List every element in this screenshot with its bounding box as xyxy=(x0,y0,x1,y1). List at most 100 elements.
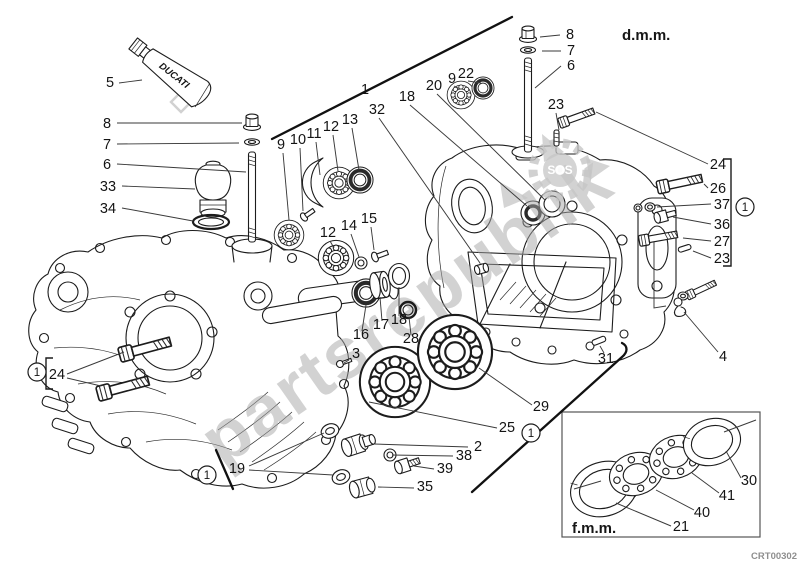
circled-marker-grp1-left xyxy=(27,362,47,382)
callout-35: 35 xyxy=(417,479,433,495)
callout-22: 22 xyxy=(458,66,474,82)
callout-26: 26 xyxy=(710,181,726,197)
callout-30: 30 xyxy=(741,473,757,489)
drawing-code: CRT00302 xyxy=(751,551,797,562)
o-ring-28 xyxy=(398,300,418,320)
callout-15: 15 xyxy=(361,211,377,227)
leader-20 xyxy=(436,93,546,201)
main-bearing-29 xyxy=(416,313,494,391)
leader-7-left xyxy=(116,142,240,145)
callout-6-left: 6 xyxy=(103,157,111,173)
leader-38 xyxy=(391,454,454,457)
leader-35 xyxy=(377,486,415,489)
callout-23-right: 23 xyxy=(714,251,730,267)
callout-41: 41 xyxy=(719,488,735,504)
callout-5: 5 xyxy=(106,75,114,91)
stud-right xyxy=(523,57,533,153)
callout-12-lower: 12 xyxy=(320,225,336,241)
callout-19: 19 xyxy=(229,461,245,477)
circled-marker-grp1-mid xyxy=(521,423,541,443)
leader-30 xyxy=(725,450,742,479)
callout-8-right: 8 xyxy=(566,27,574,43)
leader-24-right xyxy=(595,111,709,165)
stud-left xyxy=(247,151,257,243)
callout-17: 17 xyxy=(373,317,389,333)
leader-28 xyxy=(408,316,412,336)
callout-14: 14 xyxy=(341,218,357,234)
leader-23-top xyxy=(555,112,560,131)
inset-box xyxy=(561,411,761,538)
leader-5 xyxy=(118,79,143,84)
leader-27 xyxy=(682,237,712,242)
race-18 xyxy=(387,262,411,290)
seal-22 xyxy=(470,75,496,101)
callout-29: 29 xyxy=(533,399,549,415)
group-1-slash xyxy=(214,448,235,491)
sealing-washer-19b xyxy=(331,469,351,485)
leader-31 xyxy=(599,345,605,354)
leader-11 xyxy=(315,141,321,176)
leader-16 xyxy=(361,304,367,332)
leader-23-right xyxy=(692,250,712,259)
callout-37: 37 xyxy=(714,197,730,213)
leader-19 xyxy=(248,432,325,467)
leader-22 xyxy=(467,80,482,84)
watermark-arrow-icon xyxy=(586,158,610,180)
leader-41 xyxy=(691,472,720,494)
callout-2: 2 xyxy=(474,439,482,455)
leader-39 xyxy=(413,465,435,470)
leader-12-lower xyxy=(329,240,335,249)
dowel-23-right xyxy=(677,244,692,253)
washer-left xyxy=(243,138,261,146)
callout-4: 4 xyxy=(719,349,727,365)
leader-9-crank xyxy=(282,152,290,221)
washer-14 xyxy=(354,256,368,270)
callout-10: 10 xyxy=(290,132,306,148)
bolt-4 xyxy=(684,278,718,301)
bearing-9 xyxy=(273,219,305,251)
callout-12-upper: 12 xyxy=(323,119,339,135)
callout-28: 28 xyxy=(403,331,419,347)
screw-15 xyxy=(370,249,389,263)
dowel-32 xyxy=(473,262,490,275)
circled-number-grp1-bottom: 1 xyxy=(204,470,210,482)
group-1-line-top xyxy=(270,15,514,141)
leader-24-left xyxy=(66,377,102,387)
callout-27: 27 xyxy=(714,234,730,250)
callout-3: 3 xyxy=(352,346,360,362)
callout-13: 13 xyxy=(342,112,358,128)
screw-36 xyxy=(653,209,677,224)
leader-36 xyxy=(672,216,712,225)
callout-1: 1 xyxy=(361,82,369,98)
callout-33: 33 xyxy=(100,179,116,195)
leader-18-top xyxy=(409,104,528,207)
callout-9-crank: 9 xyxy=(277,137,285,153)
callout-31: 31 xyxy=(598,351,614,367)
roller-bearing-17 xyxy=(369,270,391,300)
circled-marker-grp1-bottom xyxy=(197,465,217,485)
callout-11: 11 xyxy=(306,126,321,142)
callout-6-right: 6 xyxy=(567,58,575,74)
callout-36: 36 xyxy=(714,217,730,233)
callout-23-top: 23 xyxy=(548,97,564,113)
leader-4-group xyxy=(653,242,667,309)
callout-39: 39 xyxy=(437,461,453,477)
circled-number-grp1-left: 1 xyxy=(34,367,40,379)
leader-3 xyxy=(343,359,350,364)
left-crankcase-half xyxy=(28,230,399,489)
screw-39 xyxy=(393,457,421,475)
leader-8-right xyxy=(539,34,561,38)
leader-32 xyxy=(378,117,481,264)
leader-34 xyxy=(121,207,194,222)
ducati-sealant-tube: DUCATI xyxy=(128,37,212,108)
washer-right xyxy=(519,46,537,54)
callout-38: 38 xyxy=(456,448,472,464)
nut-4 xyxy=(677,291,689,301)
leader-12-upper xyxy=(332,134,339,172)
leader-4 xyxy=(683,311,719,353)
callout-16: 16 xyxy=(353,327,369,343)
flanged-nut-left xyxy=(242,113,262,131)
bearing-12-lower xyxy=(317,239,355,277)
callout-8-left: 8 xyxy=(103,116,111,132)
